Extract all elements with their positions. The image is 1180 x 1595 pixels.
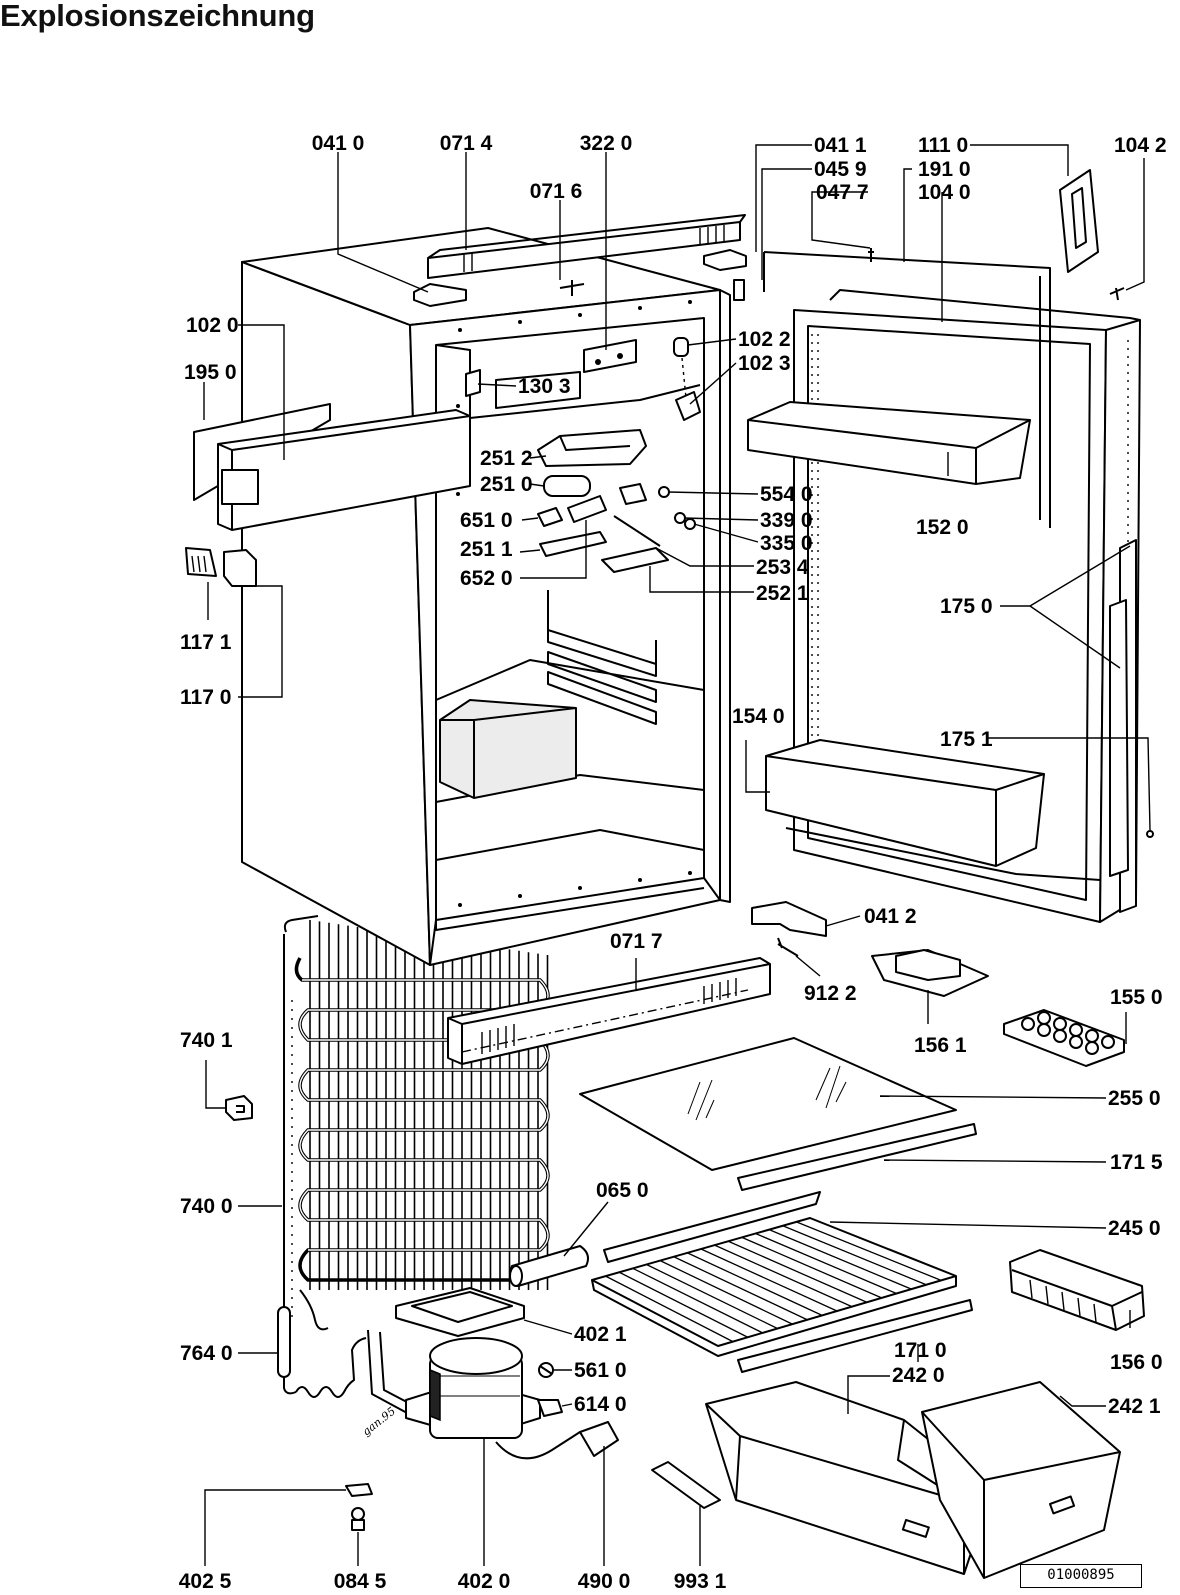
part-label-111-0: 111 0	[918, 134, 968, 157]
page-title: Explosionszeichnung	[0, 0, 315, 33]
relay-561-0	[538, 1362, 554, 1378]
hinge-041-0	[413, 283, 467, 307]
screw-071-6	[559, 280, 585, 296]
part-label-335-0: 335 0	[760, 532, 813, 555]
part-993-1	[651, 1461, 721, 1509]
part-label-045-9: 045 9	[814, 158, 867, 181]
top-trim-071-4	[427, 214, 746, 279]
part-label-993-1: 993 1	[674, 1570, 727, 1593]
compressor-tray-402-1	[395, 1287, 525, 1337]
part-label-402-0: 402 0	[458, 1570, 511, 1593]
part-label-071-4: 071 4	[440, 132, 493, 155]
door	[747, 251, 1141, 923]
part-label-322-0: 322 0	[580, 132, 633, 155]
part-label-195-0: 195 0	[184, 361, 237, 384]
wire-shelf-245-0	[591, 1191, 957, 1357]
capillary-dryer-764-0	[277, 1306, 367, 1398]
part-label-047-7: 047 7	[816, 181, 869, 204]
part-labels: 041 0 071 4 322 0 071 6 041 1 045 9 047 …	[179, 132, 1167, 1593]
part-label-251-1: 251 1	[460, 538, 513, 561]
part-label-152-0: 152 0	[916, 516, 969, 539]
part-label-130-3: 130 3	[518, 375, 571, 398]
part-label-490-0: 490 0	[578, 1570, 631, 1593]
part-label-041-1: 041 1	[814, 134, 867, 157]
kick-plate-071-7	[447, 957, 771, 1065]
part-label-253-4: 253 4	[756, 556, 809, 579]
part-label-102-3: 102 3	[738, 352, 791, 375]
tray-156-1	[871, 949, 989, 997]
part-label-102-2: 102 2	[738, 328, 791, 351]
screw-104-2-047-7	[868, 248, 1154, 838]
part-label-084-5: 084 5	[334, 1570, 387, 1593]
part-label-156-1: 156 1	[914, 1034, 967, 1057]
condenser-740-0	[283, 915, 550, 1331]
part-label-339-0: 339 0	[760, 509, 813, 532]
door-handle-111-0	[1059, 169, 1099, 273]
part-label-065-0: 065 0	[596, 1179, 649, 1202]
part-label-171-0: 171 0	[894, 1339, 947, 1362]
overload-614-0	[537, 1399, 563, 1417]
part-label-175-0: 175 0	[940, 595, 993, 618]
part-label-104-0: 104 0	[918, 181, 971, 204]
lamp-holder-102-2-102-3	[673, 337, 701, 421]
part-label-652-0: 652 0	[460, 567, 513, 590]
compressor-402-0	[367, 1329, 541, 1439]
crisper-drawer-242-1	[921, 1381, 1121, 1579]
cabinet	[241, 227, 731, 966]
part-label-252-1: 252 1	[756, 582, 809, 605]
door-handle-bar-102-0	[193, 403, 471, 531]
part-label-191-0: 191 0	[918, 158, 971, 181]
hinge-pin-041-1	[703, 249, 747, 301]
screw-912-2	[777, 937, 799, 957]
part-label-740-0: 740 0	[180, 1195, 233, 1218]
clip-740-1	[225, 1095, 253, 1121]
hinge-041-2	[751, 901, 827, 937]
egg-tray-155-0	[1003, 1009, 1125, 1067]
tab-130-3	[465, 369, 481, 397]
handwritten-note: gan.95	[360, 1405, 398, 1439]
part-label-912-2: 912 2	[804, 982, 857, 1005]
leader-lines	[203, 144, 1151, 1566]
bracket-322-0	[583, 339, 637, 373]
part-label-740-1: 740 1	[180, 1029, 233, 1052]
part-label-041-0: 041 0	[312, 132, 365, 155]
document-number-box: 01000895	[1020, 1564, 1142, 1588]
part-label-071-6: 071 6	[530, 180, 583, 203]
part-label-041-2: 041 2	[864, 905, 917, 928]
trim-171-0	[737, 1299, 973, 1373]
part-label-402-5: 402 5	[179, 1570, 232, 1593]
part-label-242-1: 242 1	[1108, 1395, 1161, 1418]
glass-shelf-255-0	[579, 1037, 957, 1171]
part-label-117-0: 117 0	[180, 686, 231, 709]
part-label-171-5: 171 5	[1110, 1151, 1163, 1174]
part-label-242-0: 242 0	[892, 1364, 945, 1387]
part-label-402-1: 402 1	[574, 1323, 627, 1346]
part-label-117-1: 117 1	[180, 631, 232, 654]
part-label-102-0: 102 0	[186, 314, 239, 337]
part-label-156-0: 156 0	[1110, 1351, 1163, 1374]
part-label-245-0: 245 0	[1108, 1217, 1161, 1240]
trim-171-5	[737, 1123, 977, 1191]
part-label-155-0: 155 0	[1110, 986, 1163, 1009]
part-label-554-0: 554 0	[760, 483, 813, 506]
part-label-071-7: 071 7	[610, 930, 663, 953]
power-plug-490-0	[495, 1421, 619, 1460]
tube-065-0	[509, 1245, 589, 1287]
part-label-154-0: 154 0	[732, 705, 785, 728]
part-label-614-0: 614 0	[574, 1393, 627, 1416]
part-label-561-0: 561 0	[574, 1359, 627, 1382]
part-label-251-2: 251 2	[480, 447, 533, 470]
part-label-104-2: 104 2	[1114, 134, 1167, 157]
part-label-255-0: 255 0	[1108, 1087, 1161, 1110]
part-402-5	[345, 1483, 373, 1497]
part-084-5	[351, 1507, 365, 1531]
part-label-651-0: 651 0	[460, 509, 513, 532]
part-label-764-0: 764 0	[180, 1342, 233, 1365]
part-label-175-1: 175 1	[940, 728, 993, 751]
part-label-251-0: 251 0	[480, 473, 533, 496]
ice-cube-tray-156-0	[1009, 1249, 1145, 1331]
clip-117-1-117-0	[185, 547, 257, 587]
